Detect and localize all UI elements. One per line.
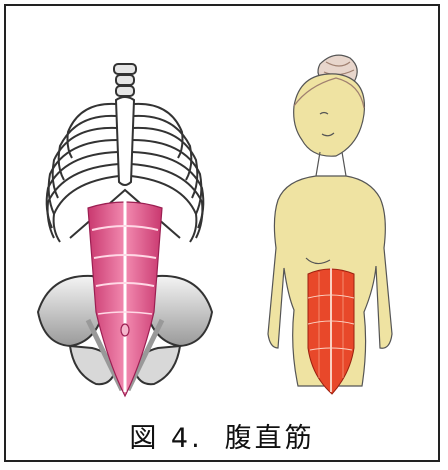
figure-caption: 図 4. 腹直筋 <box>6 416 438 455</box>
figure-frame: 図 4. 腹直筋 <box>4 4 440 462</box>
figure-title: 腹直筋 <box>225 416 315 455</box>
skeleton-rectus-illustration <box>30 62 220 402</box>
woman-rectus-illustration <box>250 48 416 406</box>
figure-number: 図 4. <box>129 416 202 455</box>
